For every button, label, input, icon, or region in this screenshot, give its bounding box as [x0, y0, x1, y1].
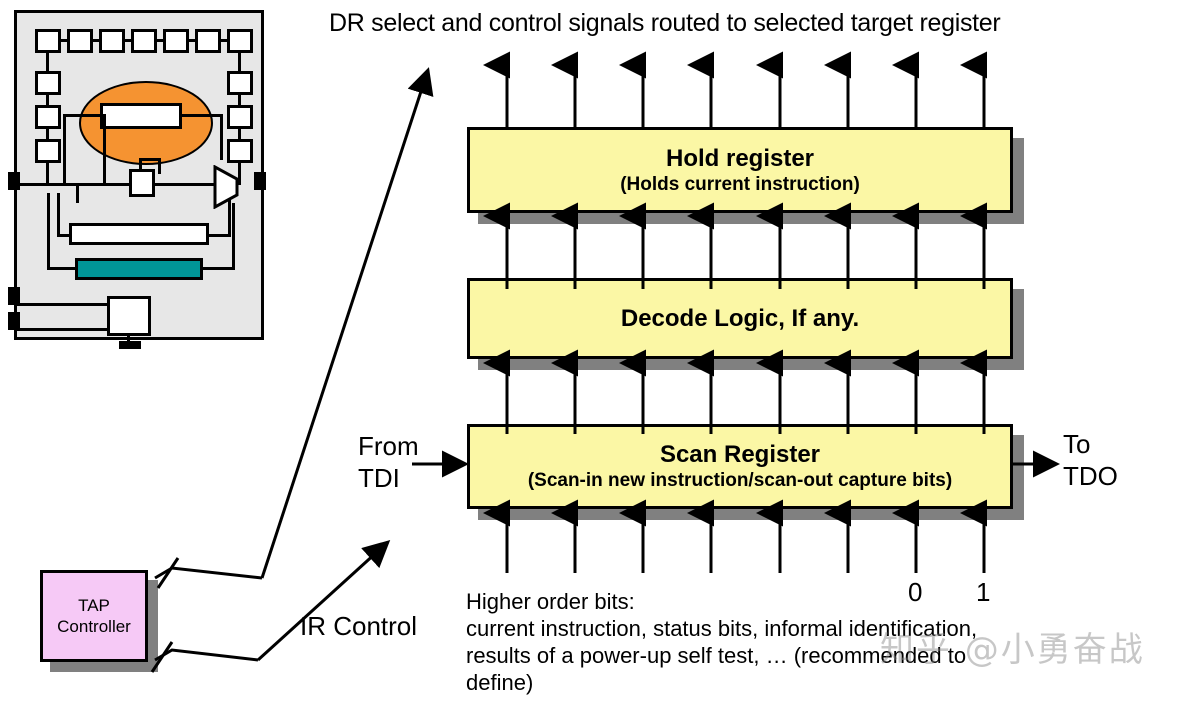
reg-wire [201, 267, 235, 270]
boundary-scan-cell [35, 29, 61, 53]
chip-bus [17, 183, 223, 186]
to-tdo-line1: To [1063, 429, 1091, 459]
core-wire [63, 114, 103, 117]
bottom-note-line: current instruction, status bits, inform… [466, 616, 978, 641]
scan-register-block[interactable]: Scan Register (Scan-in new instruction/s… [467, 424, 1013, 509]
cell-rail [125, 39, 131, 42]
tap-wire [17, 303, 109, 306]
hold-register-title: Hold register [665, 144, 815, 172]
boundary-scan-cell [227, 105, 253, 129]
decode-logic-block[interactable]: Decode Logic, If any. [467, 278, 1013, 359]
to-tdo-line2: TDO [1063, 461, 1118, 491]
tap-controller-line1: TAP [78, 596, 110, 615]
chip-port-right [254, 172, 266, 190]
bit-zero-label: 0 [908, 577, 923, 607]
reg-wire [57, 193, 60, 237]
instruction-register-bar [69, 223, 209, 245]
reg-wire [207, 234, 231, 237]
from-tdi-label: From TDI [358, 430, 419, 494]
reg-wire [57, 234, 71, 237]
bit-one-label: 1 [976, 577, 991, 607]
bypass-register-bar [75, 258, 203, 280]
boundary-scan-cell [131, 29, 157, 53]
tap-controller-small-box [107, 296, 151, 336]
mux-symbol [213, 165, 239, 209]
bus-tap [139, 158, 161, 161]
watermark: 知乎 @小勇奋战 [880, 630, 1145, 670]
tap-ground-port [119, 341, 141, 349]
decode-logic-title: Decode Logic, If any. [620, 304, 860, 332]
from-tdi-line1: From [358, 431, 419, 461]
boundary-scan-cell [227, 29, 253, 53]
bottom-input-arrows [483, 499, 987, 573]
cell-rail [46, 95, 49, 105]
reg-wire [228, 199, 231, 237]
scan-register-subtitle: (Scan-in new instruction/scan-out captur… [527, 470, 953, 491]
cell-rail [238, 53, 241, 71]
bottom-note-line: results of a power-up self test, … (reco… [466, 643, 967, 668]
boundary-scan-cell [99, 29, 125, 53]
tap-controller-line2: Controller [57, 617, 131, 636]
boundary-scan-cell [35, 71, 61, 95]
chip-thumbnail [14, 10, 264, 349]
bottom-note-line: Higher order bits: [466, 589, 635, 614]
cell-rail [238, 129, 241, 139]
chip-port-left [8, 312, 20, 330]
cell-rail [46, 129, 49, 139]
bus-tap [76, 183, 79, 203]
boundary-scan-cell [227, 139, 253, 163]
from-tdi-line2: TDI [358, 463, 400, 493]
reg-wire [47, 267, 77, 270]
reg-wire [232, 203, 235, 269]
bus-tap [158, 158, 161, 174]
top-caption: DR select and control signals routed to … [329, 9, 1001, 37]
ir-control-label: IR Control [300, 611, 418, 641]
bus-cell [129, 169, 155, 197]
cell-rail [238, 95, 241, 105]
boundary-scan-cell [195, 29, 221, 53]
hold-register-subtitle: (Holds current instruction) [620, 173, 860, 195]
bus-tap [220, 114, 223, 160]
top-output-arrows [483, 51, 987, 127]
core-logic-bar [100, 103, 182, 129]
tap-controller-box[interactable]: TAP Controller [40, 570, 148, 662]
bus-tap [103, 114, 106, 186]
ir-control-pointer [154, 539, 391, 662]
hold-register-block[interactable]: Hold register (Holds current instruction… [467, 127, 1013, 213]
chip-port-left [8, 172, 20, 190]
bus-tap [63, 114, 66, 186]
bottom-note-line: define) [466, 670, 534, 695]
cell-rail [157, 39, 163, 42]
core-wire [179, 114, 223, 117]
boundary-scan-cell [227, 71, 253, 95]
cell-rail [93, 39, 99, 42]
scan-register-title: Scan Register [659, 441, 821, 468]
to-tdo-label: To TDO [1063, 428, 1118, 492]
cell-rail [238, 163, 241, 185]
cell-rail [189, 39, 195, 42]
boundary-scan-cell [163, 29, 189, 53]
cell-rail [61, 39, 67, 42]
boundary-scan-cell [35, 105, 61, 129]
chip-port-left [8, 287, 20, 305]
cell-rail [221, 39, 227, 42]
cell-rail [46, 53, 49, 71]
bottom-note: Higher order bits: current instruction, … [466, 588, 1086, 696]
boundary-scan-cell [35, 139, 61, 163]
boundary-scan-cell [67, 29, 93, 53]
reg-wire [47, 193, 50, 269]
cell-rail [46, 163, 49, 185]
tap-wire [17, 328, 109, 331]
